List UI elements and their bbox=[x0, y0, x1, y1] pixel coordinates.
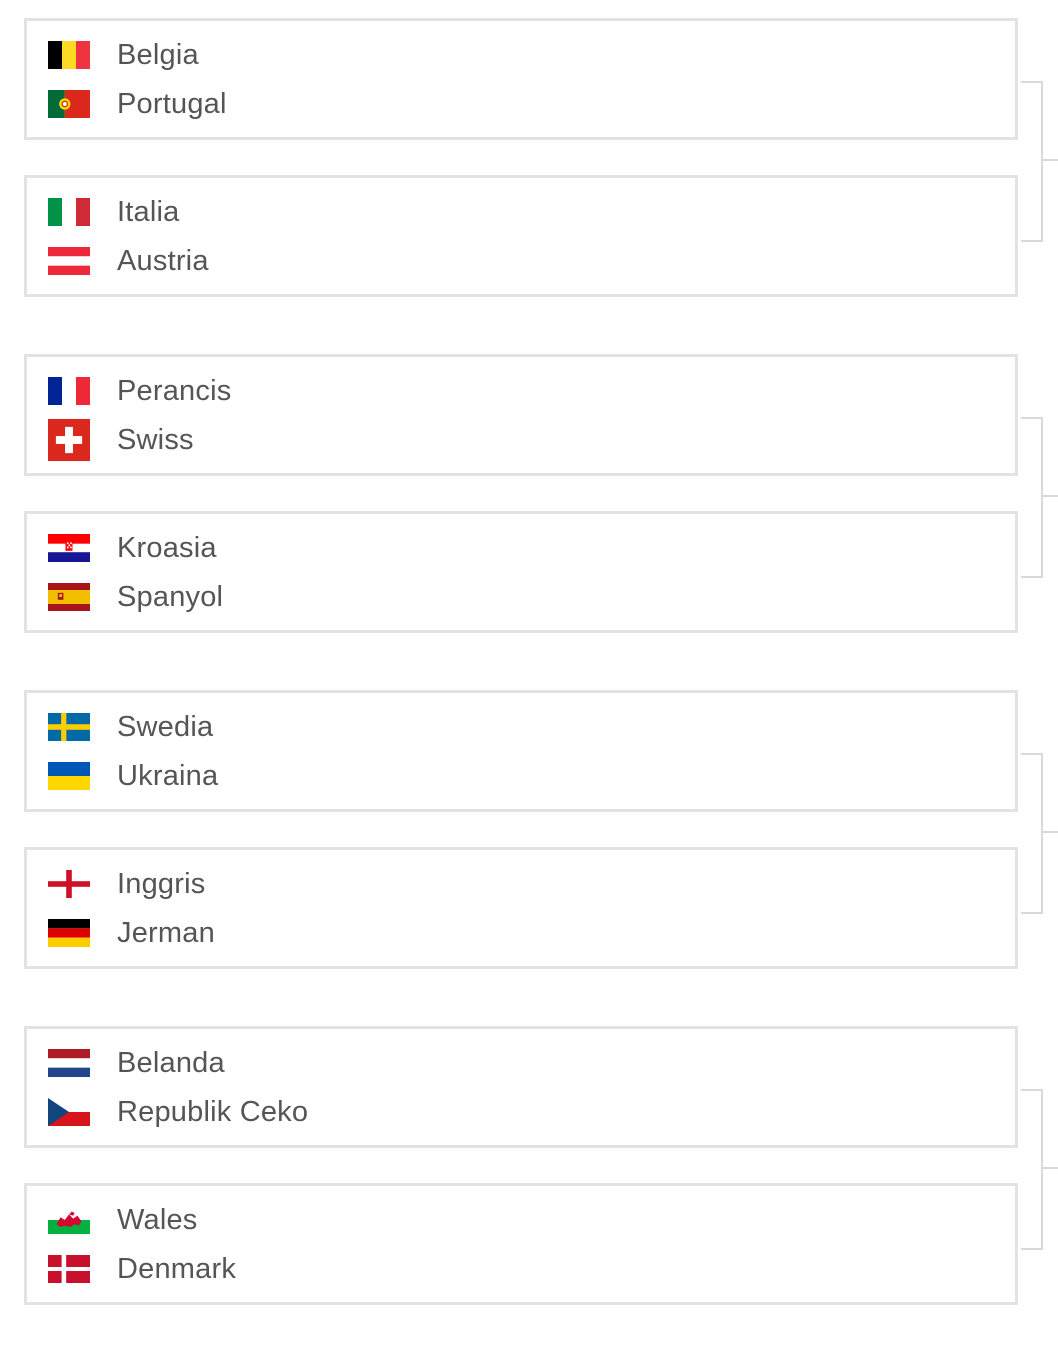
team-row[interactable]: Italia bbox=[27, 192, 1015, 232]
team-row[interactable]: Kroasia bbox=[27, 528, 1015, 568]
italy-flag bbox=[48, 198, 90, 226]
bracket-connector bbox=[1043, 159, 1058, 161]
team-name: Portugal bbox=[117, 87, 227, 120]
match-card[interactable]: Inggris Jerman bbox=[24, 847, 1018, 969]
team-name: Jerman bbox=[117, 916, 215, 949]
england-flag bbox=[48, 870, 90, 898]
match-card[interactable]: Perancis Swiss bbox=[24, 354, 1018, 476]
match-card[interactable]: Swedia Ukraina bbox=[24, 690, 1018, 812]
team-row[interactable]: Swiss bbox=[27, 419, 1015, 461]
team-name: Spanyol bbox=[117, 580, 224, 613]
france-flag bbox=[48, 377, 90, 405]
team-name: Ukraina bbox=[117, 759, 219, 792]
team-name: Italia bbox=[117, 195, 180, 228]
team-name: Denmark bbox=[117, 1252, 237, 1285]
team-row[interactable]: Ukraina bbox=[27, 756, 1015, 796]
netherlands-flag bbox=[48, 1049, 90, 1077]
team-name: Swiss bbox=[117, 423, 194, 456]
denmark-flag bbox=[48, 1255, 90, 1283]
team-row[interactable]: Wales bbox=[27, 1200, 1015, 1240]
team-row[interactable]: Inggris bbox=[27, 864, 1015, 904]
bracket-connector bbox=[1021, 1089, 1043, 1250]
team-name: Swedia bbox=[117, 710, 214, 743]
match-card[interactable]: Kroasia Spanyol bbox=[24, 511, 1018, 633]
bracket-connector bbox=[1043, 831, 1058, 833]
team-name: Republik Ceko bbox=[117, 1095, 309, 1128]
bracket-connector bbox=[1043, 495, 1058, 497]
team-row[interactable]: Jerman bbox=[27, 913, 1015, 953]
belgium-flag bbox=[48, 41, 90, 69]
germany-flag bbox=[48, 919, 90, 947]
match-card[interactable]: Wales Denmark bbox=[24, 1183, 1018, 1305]
sweden-flag bbox=[48, 713, 90, 741]
match-card[interactable]: Belgia Portugal bbox=[24, 18, 1018, 140]
team-name: Belgia bbox=[117, 38, 199, 71]
czech-republic-flag bbox=[48, 1098, 90, 1126]
match-card[interactable]: Belanda Republik Ceko bbox=[24, 1026, 1018, 1148]
team-row[interactable]: Perancis bbox=[27, 371, 1015, 411]
team-row[interactable]: Spanyol bbox=[27, 577, 1015, 617]
portugal-flag bbox=[48, 90, 90, 118]
team-row[interactable]: Belanda bbox=[27, 1043, 1015, 1083]
team-row[interactable]: Portugal bbox=[27, 84, 1015, 124]
team-row[interactable]: Denmark bbox=[27, 1249, 1015, 1289]
spain-flag bbox=[48, 583, 90, 611]
team-name: Perancis bbox=[117, 374, 232, 407]
team-name: Inggris bbox=[117, 867, 206, 900]
bracket-connector bbox=[1021, 753, 1043, 914]
team-row[interactable]: Republik Ceko bbox=[27, 1092, 1015, 1132]
ukraine-flag bbox=[48, 762, 90, 790]
team-name: Belanda bbox=[117, 1046, 225, 1079]
austria-flag bbox=[48, 247, 90, 275]
switzerland-flag bbox=[48, 419, 90, 461]
team-name: Wales bbox=[117, 1203, 198, 1236]
bracket-connector bbox=[1043, 1167, 1058, 1169]
team-row[interactable]: Belgia bbox=[27, 35, 1015, 75]
team-row[interactable]: Swedia bbox=[27, 707, 1015, 747]
croatia-flag bbox=[48, 534, 90, 562]
team-name: Kroasia bbox=[117, 531, 217, 564]
team-row[interactable]: Austria bbox=[27, 241, 1015, 281]
bracket-connector bbox=[1021, 81, 1043, 242]
match-card[interactable]: Italia Austria bbox=[24, 175, 1018, 297]
wales-flag bbox=[48, 1206, 90, 1234]
team-name: Austria bbox=[117, 244, 209, 277]
bracket-connector bbox=[1021, 417, 1043, 578]
